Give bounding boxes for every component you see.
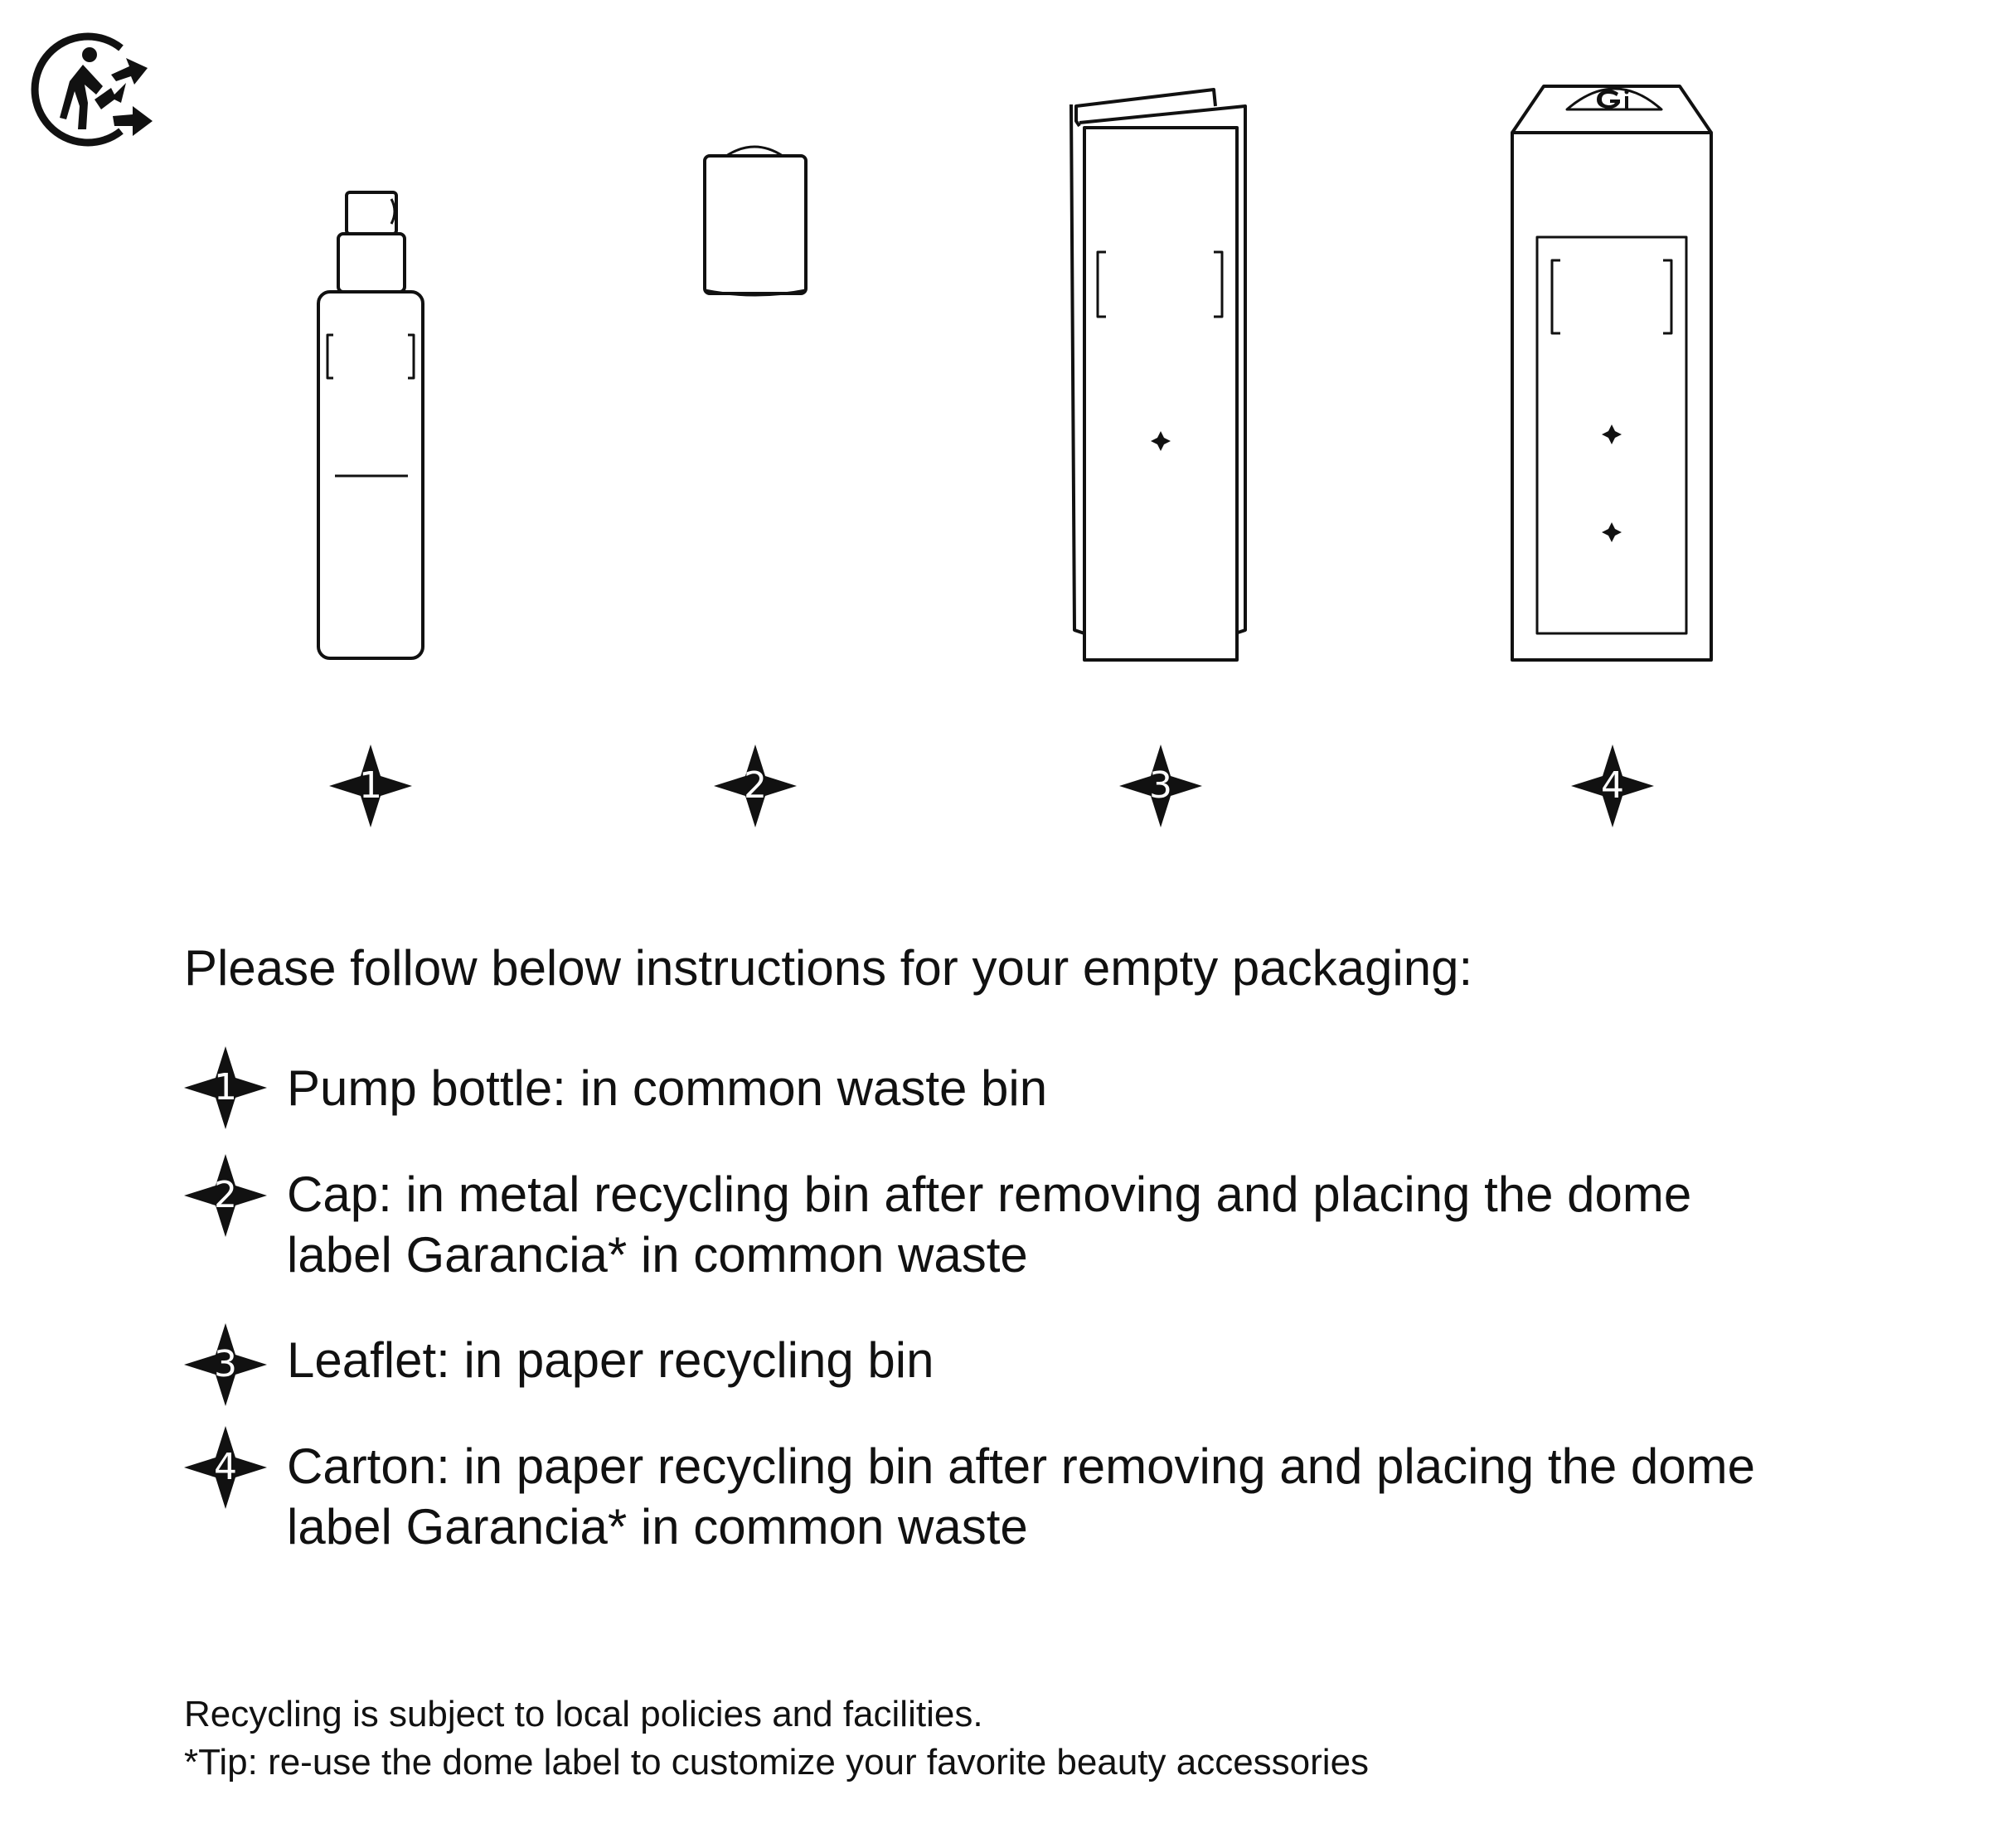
carton-illustration (1511, 85, 1713, 662)
instruction-text: Leaflet: in paper recycling bin (287, 1330, 1945, 1390)
instruction-line: Cap: in metal recycling bin after removi… (287, 1167, 1692, 1222)
cap-illustration (703, 145, 808, 297)
reuse-tip: *Tip: re-use the dome label to customize… (184, 1742, 1370, 1783)
instruction-text: Cap: in metal recycling bin after removi… (287, 1164, 1945, 1285)
instruction-text: Pump bottle: in common waste bin (287, 1058, 1945, 1118)
step-badge-4: 4 (1571, 745, 1654, 827)
instruction-line: label Garancia* in common waste (287, 1499, 1028, 1555)
instruction-text: Carton: in paper recycling bin after rem… (287, 1436, 1945, 1557)
instruction-line: Leaflet: in paper recycling bin (287, 1332, 934, 1388)
step-number: 4 (1601, 764, 1624, 807)
leaflet-illustration (1069, 88, 1247, 662)
instruction-line: label Garancia* in common waste (287, 1227, 1028, 1283)
instructions-heading: Please follow below instructions for you… (184, 940, 1473, 996)
garancia-g-logo (1597, 90, 1629, 109)
instruction-line: Carton: in paper recycling bin after rem… (287, 1438, 1755, 1494)
small-star-icon (1602, 522, 1622, 542)
four-point-star-icon (184, 1154, 267, 1237)
step-number: 2 (744, 764, 767, 807)
four-point-star-icon (329, 745, 412, 827)
pump-bottle-illustration (317, 191, 424, 660)
step-number: 1 (359, 764, 382, 807)
four-point-star-icon (1571, 745, 1654, 827)
step-number: 3 (1149, 764, 1172, 807)
packaging-illustrations (317, 85, 1713, 662)
four-point-star-icon (184, 1323, 267, 1406)
step-number: 2 (214, 1174, 237, 1216)
four-point-star-icon (714, 745, 797, 827)
four-point-star-icon (1119, 745, 1202, 827)
instruction-line: Pump bottle: in common waste bin (287, 1060, 1048, 1116)
small-star-icon (1151, 431, 1171, 451)
four-point-star-icon (184, 1046, 267, 1129)
step-badge-3: 3 (1119, 745, 1202, 827)
small-star-icon (1602, 424, 1622, 444)
step-number: 3 (214, 1343, 237, 1385)
step-number: 1 (214, 1066, 237, 1108)
step-badge: 3 (184, 1323, 267, 1406)
step-number: 4 (214, 1446, 237, 1488)
step-badge-1: 1 (329, 745, 412, 827)
step-badge: 2 (184, 1154, 267, 1237)
triman-recycling-icon (31, 32, 153, 147)
step-badge: 1 (184, 1046, 267, 1129)
four-point-star-icon (184, 1426, 267, 1509)
step-badge-2: 2 (714, 745, 797, 827)
recycling-note: Recycling is subject to local policies a… (184, 1694, 983, 1734)
step-badge: 4 (184, 1426, 267, 1509)
